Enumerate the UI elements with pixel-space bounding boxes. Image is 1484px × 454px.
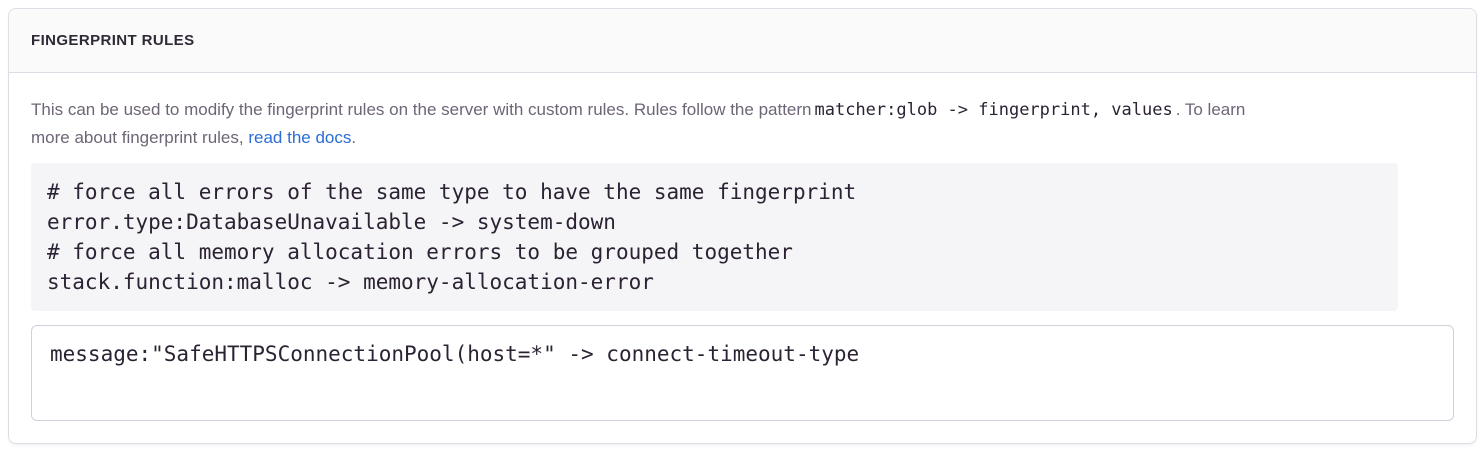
example-rules-code-block: # force all errors of the same type to h… [31, 163, 1398, 311]
read-the-docs-link[interactable]: read the docs [248, 128, 352, 147]
field-description: This can be used to modify the fingerpri… [31, 96, 1271, 151]
panel-body: This can be used to modify the fingerpri… [9, 73, 1476, 443]
fingerprint-rules-textarea[interactable]: message:"SafeHTTPSConnectionPool(host=*"… [31, 325, 1454, 421]
panel-header: FINGERPRINT RULES [9, 9, 1476, 73]
field-help: This can be used to modify the fingerpri… [31, 96, 1398, 311]
pattern-inline-code: matcher:glob -> fingerprint, values [814, 100, 1173, 120]
panel-title: FINGERPRINT RULES [31, 32, 195, 49]
description-text-after-pattern: . To learn more about fingerprint rules, [31, 100, 1246, 147]
description-text-before-pattern: This can be used to modify the fingerpri… [31, 100, 812, 119]
description-text-period: . [351, 128, 357, 147]
fingerprint-rules-panel: FINGERPRINT RULES This can be used to mo… [8, 8, 1477, 444]
